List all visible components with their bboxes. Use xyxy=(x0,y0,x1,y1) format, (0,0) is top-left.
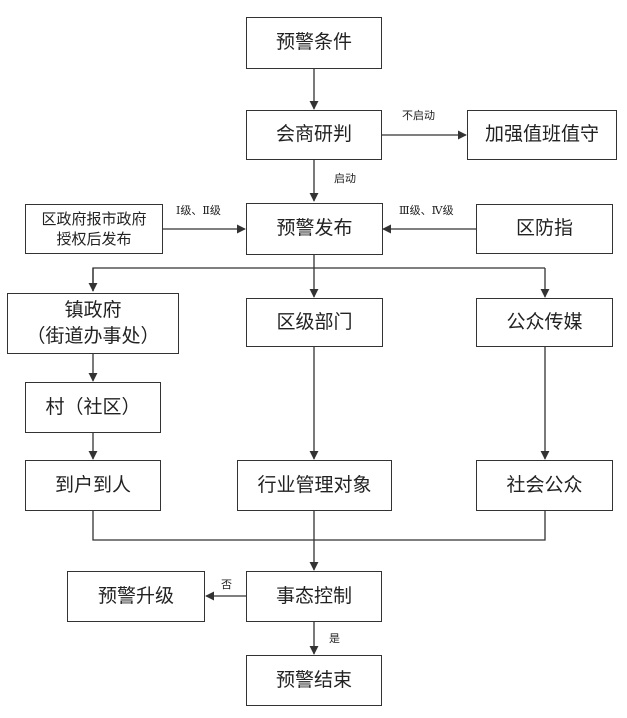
node-industry-target: 行业管理对象 xyxy=(237,460,392,511)
node-district-gov-authorized: 区政府报市政府 授权后发布 xyxy=(25,204,163,254)
label-not-start: 不启动 xyxy=(402,109,435,122)
label-no: 否 xyxy=(221,578,232,591)
node-warning-condition: 预警条件 xyxy=(246,17,382,69)
node-consultation: 会商研判 xyxy=(246,110,382,160)
node-village: 村（社区） xyxy=(25,382,161,433)
node-district-dept: 区级部门 xyxy=(246,298,383,347)
node-strengthen-duty: 加强值班值守 xyxy=(467,110,617,160)
merge-line xyxy=(92,511,546,541)
node-town-gov: 镇政府 （街道办事处） xyxy=(7,293,179,354)
node-public: 社会公众 xyxy=(476,460,613,511)
node-warning-end: 预警结束 xyxy=(246,655,382,706)
label-yes: 是 xyxy=(329,632,340,645)
node-warning-release: 预警发布 xyxy=(246,203,383,255)
label-level-1-2: Ⅰ级、Ⅱ级 xyxy=(176,204,221,217)
label-level-3-4: Ⅲ级、Ⅳ级 xyxy=(399,204,454,217)
node-district-command: 区防指 xyxy=(476,204,613,254)
node-public-media: 公众传媒 xyxy=(476,298,613,347)
node-household: 到户到人 xyxy=(25,460,161,511)
node-situation-control: 事态控制 xyxy=(246,571,382,622)
label-start: 启动 xyxy=(334,172,356,185)
split-line-horizontal xyxy=(92,267,545,291)
node-warning-upgrade: 预警升级 xyxy=(67,571,205,622)
